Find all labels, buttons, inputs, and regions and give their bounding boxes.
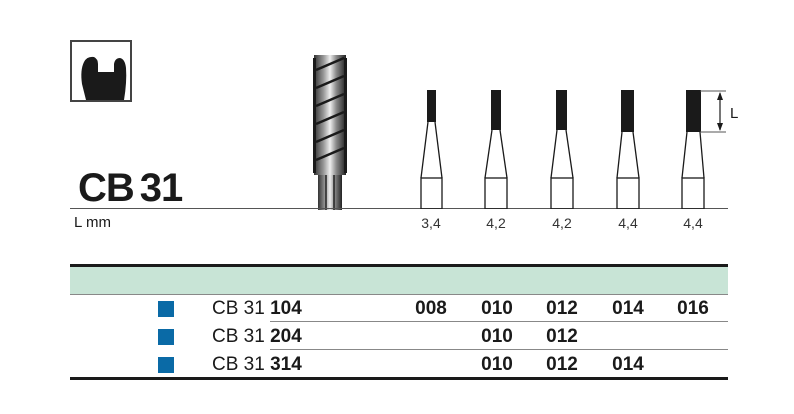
table-header-rule xyxy=(70,294,728,295)
length-value: 4,4 xyxy=(618,215,638,231)
length-value: 3,4 xyxy=(421,215,441,231)
dimension-baseline xyxy=(70,208,728,209)
product-code: CB 31 314 xyxy=(212,354,302,375)
product-code: CB 31 104 xyxy=(212,298,302,319)
length-value: 4,2 xyxy=(486,215,506,231)
table-row: CB 31 104 008 010 012 014 016 xyxy=(70,295,728,322)
blue-marker-square-icon xyxy=(158,329,174,345)
bur-photo xyxy=(300,50,360,210)
blue-marker-square-icon xyxy=(158,301,174,317)
length-dimension-label: L xyxy=(730,105,739,122)
length-dimension-marker xyxy=(700,90,730,134)
size-cell: 012 xyxy=(546,326,578,347)
size-cell: 014 xyxy=(612,298,644,319)
product-title-prefix: CB xyxy=(78,166,135,210)
table-bottom-rule xyxy=(70,377,728,380)
bur-profile-016 xyxy=(673,90,713,210)
cylinder-bur-cross-section-icon xyxy=(81,56,127,100)
length-value: 4,2 xyxy=(552,215,572,231)
length-unit-label: L mm xyxy=(74,214,111,231)
table-row: CB 31 204 010 012 xyxy=(70,323,728,350)
bur-profile-014 xyxy=(608,90,648,210)
bur-shape-icon xyxy=(70,40,132,102)
size-cell: 010 xyxy=(481,354,513,375)
size-cell: 012 xyxy=(546,298,578,319)
bur-profile-008 xyxy=(411,90,451,210)
size-cell: 010 xyxy=(481,326,513,347)
bur-profile-012 xyxy=(542,90,582,210)
blue-marker-square-icon xyxy=(158,357,174,373)
table-row: CB 31 314 010 012 014 xyxy=(70,351,728,378)
bur-profile-010 xyxy=(476,90,516,210)
table-top-rule xyxy=(70,264,728,267)
table-header-band xyxy=(70,267,728,294)
size-cell: 016 xyxy=(677,298,709,319)
product-title-number: 31 xyxy=(139,166,183,210)
length-value: 4,4 xyxy=(683,215,703,231)
product-code: CB 31 204 xyxy=(212,326,302,347)
size-cell: 010 xyxy=(481,298,513,319)
size-cell: 008 xyxy=(415,298,447,319)
size-cell: 012 xyxy=(546,354,578,375)
size-cell: 014 xyxy=(612,354,644,375)
row-divider xyxy=(270,349,728,350)
row-divider xyxy=(270,321,728,322)
